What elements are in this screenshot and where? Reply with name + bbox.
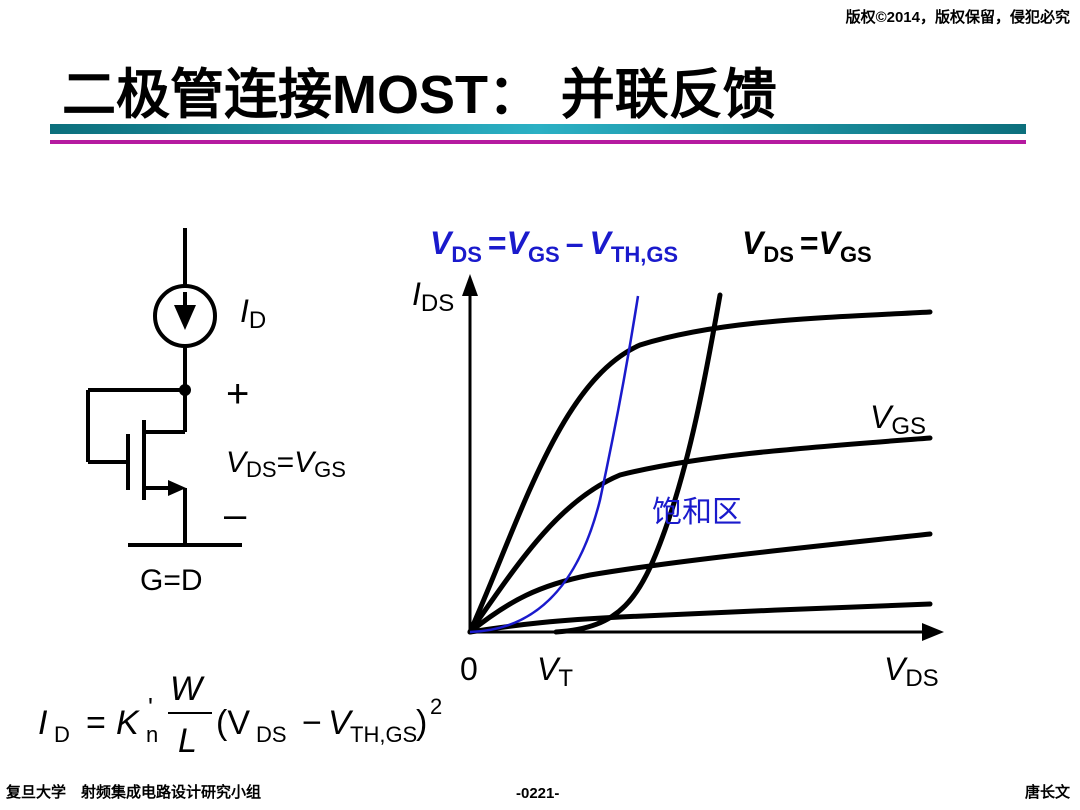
footer-affiliation: 复旦大学 射频集成电路设计研究小组 — [6, 784, 262, 801]
formula-close: ) — [416, 704, 427, 742]
iv-curve-4 — [467, 601, 933, 635]
formula-vth-sub: TH,GS — [350, 722, 417, 747]
boundary-equation: VDS=VGS–VTH,GS — [430, 225, 678, 267]
title-underline-magenta — [50, 140, 1026, 144]
formula-i-sub: D — [54, 722, 70, 747]
formula-v2: V — [328, 704, 354, 742]
formula-vds-sub: DS — [256, 722, 287, 747]
formula-i: I — [38, 704, 48, 742]
circuit-schematic — [86, 228, 242, 547]
minus-sign: – — [224, 493, 247, 537]
iv-graph: IDS VDS 0 VT VGS 饱和区 VDS=VGS–VTH,GS VDS=… — [412, 225, 944, 692]
formula-k-sub: n — [146, 722, 158, 747]
formula-minus: − — [302, 704, 322, 742]
iv-curve-1 — [467, 309, 933, 635]
title-underline-teal — [50, 124, 1026, 134]
formula-equals: = — [86, 704, 106, 742]
formula-k-prime: ' — [148, 692, 153, 722]
vgs-label: VGS — [870, 399, 926, 440]
title-part-chinese-2: ： 并联反馈 — [488, 62, 777, 126]
title-part-chinese-1: 二极管连接 — [62, 62, 332, 126]
vds-equals-vgs-label: VDS=VGS — [226, 446, 346, 482]
formula-l: L — [178, 722, 197, 760]
formula-k: K — [116, 704, 140, 742]
saturation-region-label: 饱和区 — [652, 495, 742, 530]
saturation-boundary-curve — [469, 295, 640, 634]
vt-label: VT — [537, 651, 573, 692]
page-title: 二极管连接MOST： 并联反馈 — [62, 64, 777, 125]
plus-sign: + — [226, 372, 249, 416]
formula-square: 2 — [430, 694, 442, 719]
arrow-down-icon — [174, 305, 196, 330]
copyright-notice: 版权©2014，版权保留，侵犯必究 — [845, 9, 1070, 26]
x-axis-label: VDS — [884, 651, 939, 692]
formula-open: (V — [216, 704, 250, 742]
x-axis-arrow-icon — [922, 623, 944, 641]
drain-current-formula: I D = K n ' W L (V DS − V TH,GS ) 2 — [38, 670, 442, 760]
ground-label: G=D — [140, 564, 203, 597]
formula-w: W — [170, 670, 205, 708]
node-dot — [179, 384, 191, 396]
current-label: ID — [240, 293, 266, 334]
y-axis-arrow-icon — [462, 274, 478, 296]
title-part-most: MOST — [332, 65, 488, 125]
y-axis-label: IDS — [412, 276, 454, 317]
diode-equation: VDS=VGS — [742, 225, 872, 267]
footer-author: 唐长文 — [1024, 784, 1070, 801]
origin-label: 0 — [460, 651, 478, 687]
vds-equals-vgs-curve — [553, 292, 723, 635]
iv-curve-2 — [467, 435, 933, 635]
source-arrow-icon — [168, 480, 186, 496]
page-number: -0221- — [516, 785, 560, 802]
iv-curve-3 — [467, 531, 933, 635]
